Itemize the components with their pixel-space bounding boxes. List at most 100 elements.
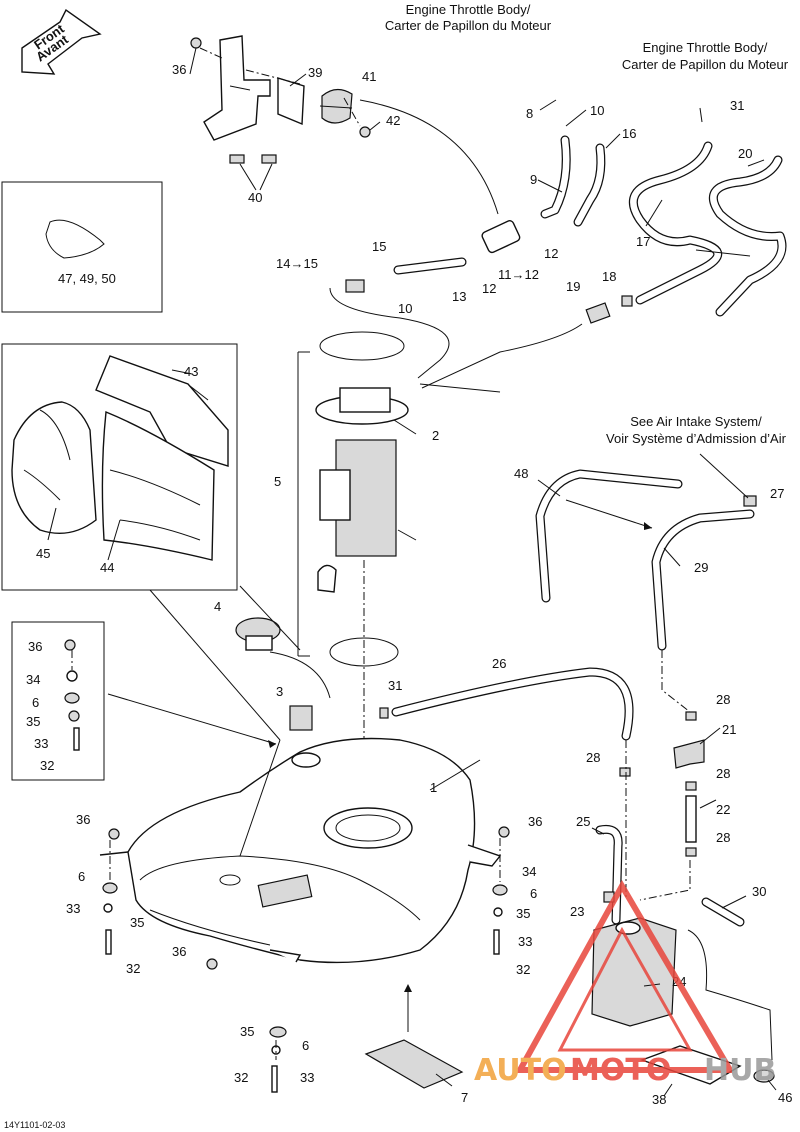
label-17: 17 bbox=[636, 234, 650, 249]
throttle-callout-1-line1: Engine Throttle Body/ bbox=[406, 2, 531, 17]
vent-hose-26 bbox=[391, 667, 634, 741]
clamp-inset-box bbox=[1, 181, 163, 313]
hose-9-16 bbox=[540, 135, 606, 227]
part-labels: 1 2 3 4 5 7 8 9 10 10 11→12 12 12 13 14→… bbox=[26, 62, 792, 1107]
label-28d: 28 bbox=[716, 830, 730, 845]
label-31a: 31 bbox=[730, 98, 744, 113]
watermark-logo: AUTO MOTO HUB bbox=[474, 879, 776, 1088]
label-36d: 36 bbox=[528, 814, 542, 829]
nut-36-top bbox=[190, 37, 202, 49]
clamp-inset-label: 47, 49, 50 bbox=[58, 271, 116, 286]
label-48: 48 bbox=[514, 466, 528, 481]
label-6c: 6 bbox=[530, 886, 537, 901]
label-28b: 28 bbox=[586, 750, 600, 765]
label-36b: 36 bbox=[28, 639, 42, 654]
grommet-46 bbox=[753, 1069, 775, 1083]
heat-shield-45 bbox=[11, 401, 97, 534]
label-28a: 28 bbox=[716, 692, 730, 707]
hose-17-20 bbox=[628, 141, 787, 317]
watermark-hub: HUB bbox=[704, 1053, 776, 1088]
watermark-auto: AUTO bbox=[474, 1053, 567, 1088]
label-35c: 35 bbox=[516, 906, 530, 921]
label-16: 16 bbox=[622, 126, 636, 141]
label-39: 39 bbox=[308, 65, 322, 80]
label-18: 18 bbox=[602, 269, 616, 284]
clamps-28 bbox=[619, 711, 697, 857]
drawing-code: 14Y1101-02-03 bbox=[4, 1120, 65, 1130]
label-23: 23 bbox=[570, 904, 584, 919]
label-36a: 36 bbox=[172, 62, 186, 77]
fuel-cap-4 bbox=[235, 617, 281, 651]
label-13: 13 bbox=[452, 289, 466, 304]
fastener-inset-box bbox=[11, 621, 105, 781]
label-30: 30 bbox=[752, 884, 766, 899]
heat-shield-43 bbox=[95, 355, 229, 561]
label-26: 26 bbox=[492, 656, 506, 671]
fitting-14-19 bbox=[345, 279, 633, 324]
label-36e: 36 bbox=[172, 944, 186, 959]
fastener-stacks bbox=[64, 639, 510, 1093]
label-32b: 32 bbox=[126, 961, 140, 976]
label-42: 42 bbox=[386, 113, 400, 128]
fuel-pump-module-2 bbox=[315, 387, 409, 593]
clamp-31 bbox=[379, 707, 389, 719]
label-10a: 10 bbox=[590, 103, 604, 118]
label-12a: 12 bbox=[544, 246, 558, 261]
label-6d: 6 bbox=[302, 1038, 309, 1053]
throttle-callout-1-line2: Carter de Papillon du Moteur bbox=[385, 18, 552, 33]
fuel-tank-1 bbox=[99, 737, 502, 964]
label-3: 3 bbox=[276, 684, 283, 699]
bolt-40 bbox=[229, 154, 277, 164]
connector-22 bbox=[685, 795, 697, 843]
breather-hose-48 bbox=[535, 469, 683, 603]
canister-24 bbox=[591, 917, 677, 1027]
hose-13 bbox=[393, 257, 467, 275]
label-6b: 6 bbox=[78, 869, 85, 884]
bolt-42 bbox=[359, 126, 371, 138]
label-11-12: 11→12 bbox=[498, 267, 539, 282]
label-9: 9 bbox=[530, 172, 537, 187]
label-35b: 35 bbox=[130, 915, 144, 930]
label-32a: 32 bbox=[40, 758, 54, 773]
clamp-27 bbox=[743, 495, 757, 507]
label-22: 22 bbox=[716, 802, 730, 817]
hose-25 bbox=[595, 824, 623, 925]
label-19: 19 bbox=[566, 279, 580, 294]
label-35d: 35 bbox=[240, 1024, 254, 1039]
clamp-icon bbox=[45, 219, 105, 259]
fuel-filter-11 bbox=[481, 220, 521, 254]
label-15: 15 bbox=[372, 239, 386, 254]
label-44: 44 bbox=[100, 560, 114, 575]
label-32c: 32 bbox=[516, 962, 530, 977]
label-31b: 31 bbox=[388, 678, 402, 693]
air-intake-callout-line1: See Air Intake System/ bbox=[630, 414, 762, 429]
label-8: 8 bbox=[526, 106, 533, 121]
check-valve-21 bbox=[673, 739, 705, 769]
label-41: 41 bbox=[362, 69, 376, 84]
label-32d: 32 bbox=[234, 1070, 248, 1085]
o-ring-bottom bbox=[329, 637, 399, 667]
label-34b: 34 bbox=[522, 864, 536, 879]
label-14-15: 14→15 bbox=[276, 256, 318, 271]
label-36c: 36 bbox=[76, 812, 90, 827]
air-intake-callout-line2: Voir Système d’Admission d’Air bbox=[606, 431, 787, 446]
shield-inset-box bbox=[1, 343, 238, 591]
label-12b: 12 bbox=[482, 281, 496, 296]
label-33b: 33 bbox=[66, 901, 80, 916]
leader-lines bbox=[47, 47, 777, 1097]
label-33d: 33 bbox=[300, 1070, 314, 1085]
mounting-bracket-39 bbox=[203, 35, 305, 141]
breather-hose-29 bbox=[651, 509, 755, 651]
label-35a: 35 bbox=[26, 714, 40, 729]
label-5: 5 bbox=[274, 474, 281, 489]
throttle-callout-2-line1: Engine Throttle Body/ bbox=[643, 40, 768, 55]
front-direction-arrow: Front Avant bbox=[21, 8, 102, 75]
label-46: 46 bbox=[778, 1090, 792, 1105]
label-21: 21 bbox=[722, 722, 736, 737]
label-1: 1 bbox=[430, 780, 437, 795]
throttle-callout-2-line2: Carter de Papillon du Moteur bbox=[622, 57, 789, 72]
label-6a: 6 bbox=[32, 695, 39, 710]
label-40: 40 bbox=[248, 190, 262, 205]
label-4: 4 bbox=[214, 599, 221, 614]
